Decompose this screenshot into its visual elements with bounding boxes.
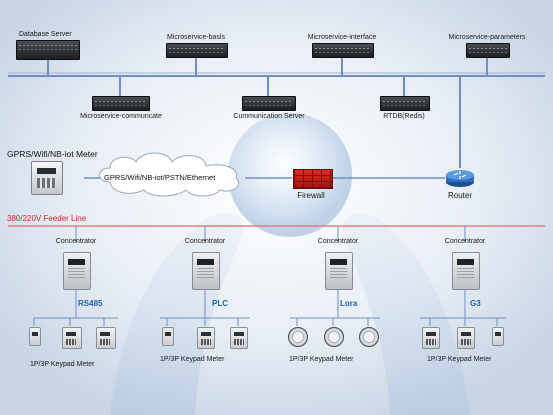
- microservice-parameters-label: Microservice-parameters: [448, 34, 526, 41]
- protocol-label-g3: G3: [470, 299, 481, 308]
- meter-buses: [33, 290, 506, 326]
- keypad-meter-icon: [359, 327, 379, 347]
- three-phase-meter-icon: [197, 327, 215, 349]
- feeder-line-label: 380/220V Feeder Line: [7, 214, 87, 223]
- meters-label: 1P/3P Keypad Meter: [160, 356, 225, 363]
- single-phase-meter-icon: [162, 327, 174, 346]
- three-phase-meter-icon: [324, 327, 344, 347]
- network-cloud: [99, 152, 240, 197]
- single-phase-meter-icon: [29, 327, 41, 346]
- concentrator-label: Concentrator: [184, 238, 226, 245]
- microservice-parameters-server-icon: [466, 43, 510, 58]
- meters-label: 1P/3P Keypad Meter: [30, 361, 95, 368]
- cloud-label: GPRS/Wifi/NB-iot/PSTN/Ethernet: [104, 173, 216, 182]
- communication-server-label: Cummunication Server: [233, 113, 305, 120]
- router-label: Router: [447, 191, 473, 200]
- three-phase-meter-icon: [62, 327, 82, 349]
- microservice-interface-server-icon: [312, 43, 374, 58]
- protocol-label-rs485: RS485: [78, 299, 103, 308]
- protocol-label-plc: PLC: [212, 299, 228, 308]
- concentrator-icon: [325, 252, 353, 290]
- globe-graphic: [228, 113, 352, 237]
- microservice-communcate-label: Microservice-communcate: [80, 113, 162, 120]
- concentrator-icon: [452, 252, 480, 290]
- microservice-basis-server-icon: [166, 43, 228, 58]
- keypad-meter-icon: [96, 327, 116, 349]
- database-server-icon: [16, 40, 80, 60]
- three-phase-meter-icon: [457, 327, 475, 349]
- firewall-icon: [293, 169, 333, 189]
- concentrator-icon: [63, 252, 91, 290]
- gprs-meter-icon: [31, 161, 63, 195]
- keypad-meter-icon: [230, 327, 248, 349]
- microservice-interface-label: Microservice-interface: [307, 34, 377, 41]
- gprs-meter-title: GPRS/Wifi/NB-iot Meter: [7, 149, 98, 159]
- microservice-basis-label: Microservice-basis: [167, 34, 225, 41]
- concentrator-icon: [192, 252, 220, 290]
- concentrator-label: Concentrator: [55, 238, 97, 245]
- single-phase-meter-icon: [288, 327, 308, 347]
- firewall-label: Firewall: [297, 191, 325, 200]
- meters-label: 1P/3P Keypad Meter: [427, 356, 492, 363]
- router-icon: [446, 170, 474, 187]
- microservice-communcate-server-icon: [92, 96, 150, 111]
- single-phase-meter-icon: [422, 327, 440, 349]
- protocol-label-lora: Lora: [340, 299, 358, 308]
- rtdb-label: RTDB(Redis): [383, 113, 425, 120]
- meters-label: 1P/3P Keypad Meter: [289, 356, 354, 363]
- keypad-meter-icon: [492, 327, 504, 346]
- database-server-label: Database Server: [19, 31, 72, 38]
- concentrator-label: Concentrator: [317, 238, 359, 245]
- concentrator-label: Concentrator: [444, 238, 486, 245]
- rtdb-server-icon: [380, 96, 430, 111]
- communication-server-icon: [242, 96, 296, 111]
- server-bus: [8, 57, 545, 168]
